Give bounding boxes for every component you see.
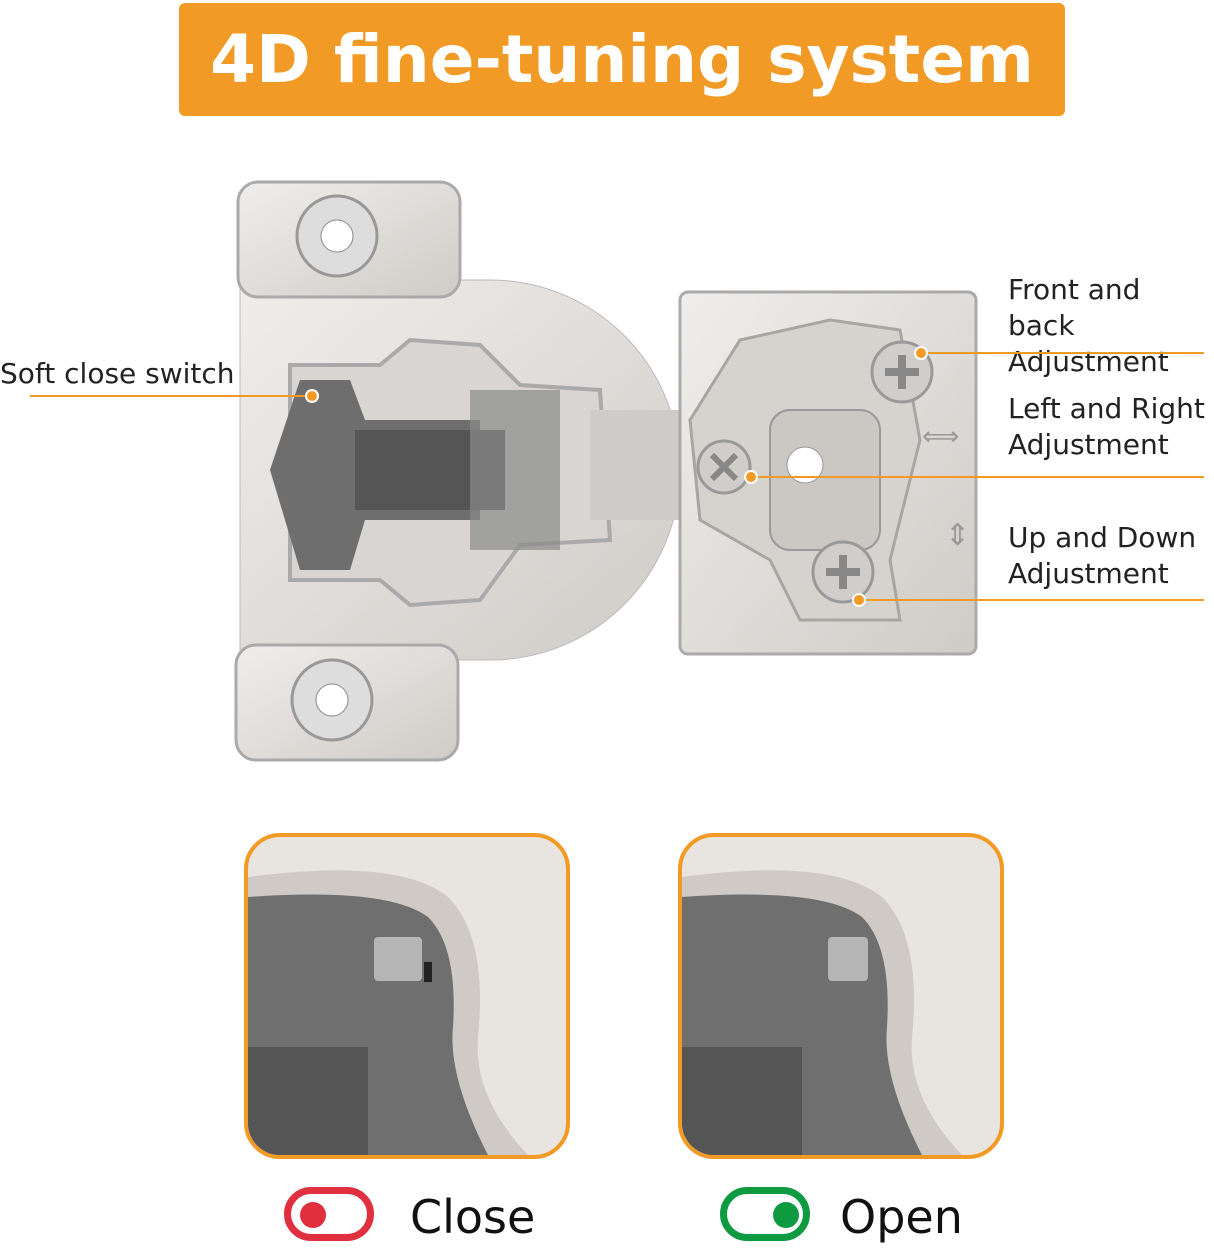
open-toggle xyxy=(720,1187,810,1241)
up-down-dot xyxy=(852,593,866,607)
soft-close-label: Soft close switch xyxy=(0,357,235,390)
label-line: Adjustment xyxy=(1008,345,1169,378)
label-line: Front and back xyxy=(1008,273,1141,342)
front-back-dot xyxy=(914,346,928,360)
close-detail-panel xyxy=(244,833,570,1159)
svg-text:⟺: ⟺ xyxy=(922,422,959,452)
label-line: Adjustment xyxy=(1008,557,1169,590)
left-right-dot xyxy=(744,470,758,484)
hinge-arm: ⟺ ⇕ xyxy=(590,290,978,656)
close-toggle xyxy=(284,1187,374,1241)
svg-text:⇕: ⇕ xyxy=(945,518,970,553)
open-label: Open xyxy=(840,1190,963,1244)
label-line: Up and Down xyxy=(1008,521,1197,554)
hinge-illustration: ⟺ ⇕ xyxy=(234,180,978,762)
left-right-leader-line xyxy=(750,476,1204,478)
page-title: 4D fine-tuning system xyxy=(210,21,1034,98)
soft-close-leader-line xyxy=(30,395,312,397)
title-banner: 4D fine-tuning system xyxy=(179,3,1065,116)
label-line: Adjustment xyxy=(1008,428,1169,461)
toggle-knob xyxy=(773,1202,799,1228)
toggle-knob xyxy=(300,1202,326,1228)
label-line: Left and Right xyxy=(1008,392,1205,425)
close-label: Close xyxy=(410,1190,536,1244)
open-detail-panel xyxy=(678,833,1004,1159)
soft-close-dot xyxy=(305,389,319,403)
mounting-plate xyxy=(234,180,681,762)
close-detail-image xyxy=(248,870,528,1155)
front-back-leader-line xyxy=(920,352,1204,354)
open-detail-image xyxy=(682,870,962,1155)
up-down-leader-line xyxy=(858,599,1204,601)
